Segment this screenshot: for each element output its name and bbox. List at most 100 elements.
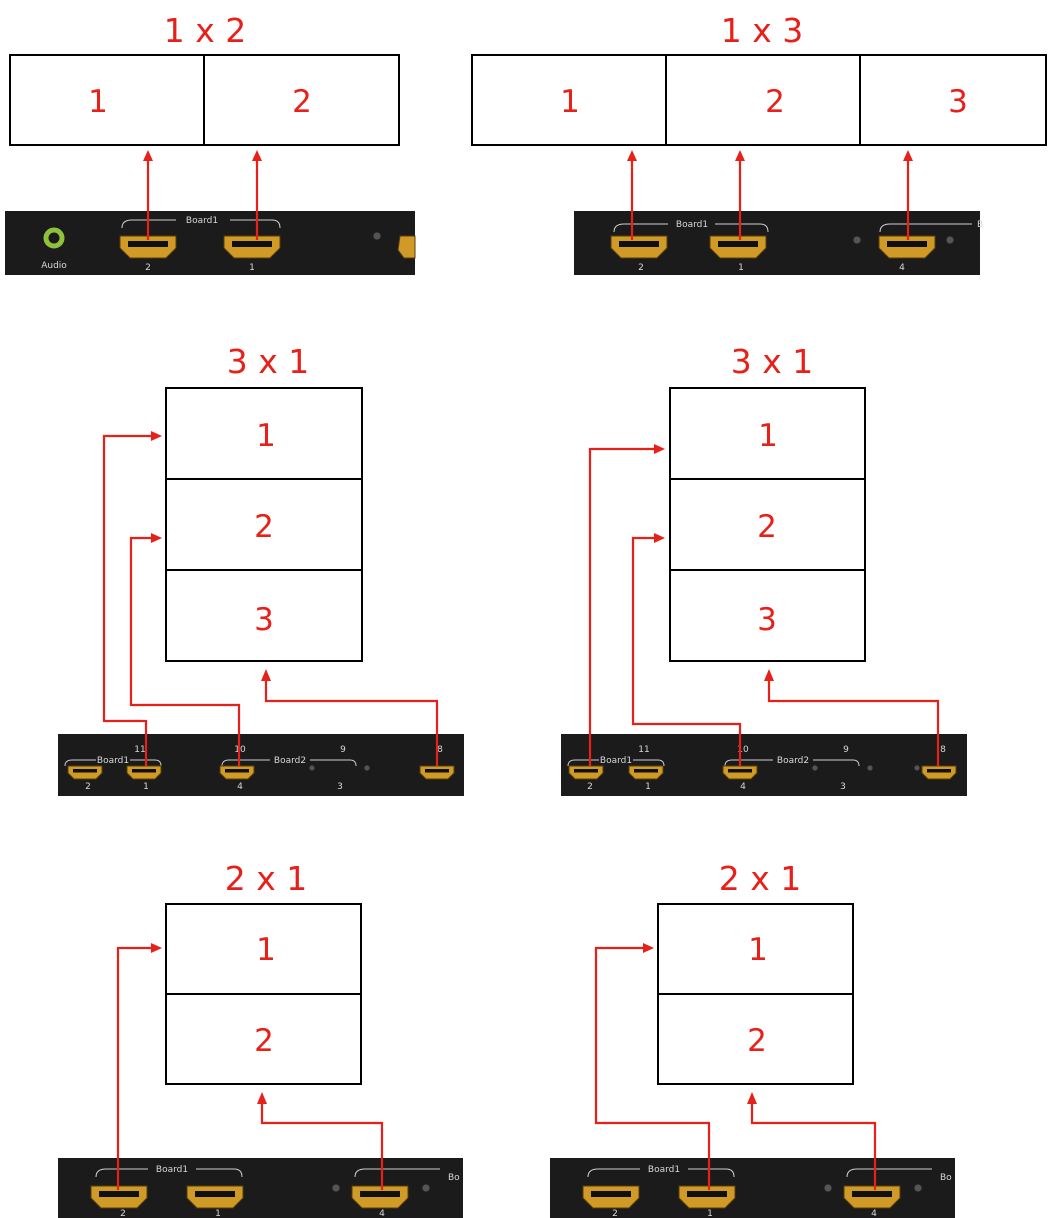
hdmi-port-icon	[569, 766, 603, 779]
hdmi-port-icon	[723, 766, 757, 779]
port-number: 4	[899, 263, 905, 273]
port-number: 8	[940, 745, 946, 755]
port-number: 3	[337, 782, 343, 792]
port-number: 4	[871, 1209, 877, 1218]
cell-number: 3	[948, 84, 968, 120]
diagram-1x2: 1 x 2 1 2 Audio Board1 2 1	[5, 11, 415, 275]
diagram-title: 3 x 1	[227, 342, 310, 381]
hdmi-port-icon	[922, 766, 956, 779]
diagram-2x1-right: 2 x 1 1 2 Board1 2 1 Bo 4	[550, 859, 955, 1218]
screw-icon	[373, 232, 381, 240]
device-back-panel: Board1 2 1 Bo 4	[550, 1158, 955, 1218]
port-number: 4	[237, 782, 243, 792]
board-label: Board2	[777, 756, 809, 766]
hdmi-port-icon	[220, 766, 254, 779]
cell-number: 2	[254, 509, 274, 545]
cell-number: 1	[256, 418, 276, 454]
hdmi-port-icon	[68, 766, 102, 779]
port-number: 9	[340, 745, 346, 755]
port-number: 11	[638, 745, 649, 755]
hdmi-port-icon	[127, 766, 161, 779]
cell-number: 2	[254, 1023, 274, 1059]
screw-icon	[812, 765, 818, 771]
audio-jack-icon	[46, 230, 62, 246]
screw-icon	[824, 1184, 832, 1192]
screen-cell	[666, 55, 860, 145]
device-back-panel: Board1 2 1 B 4	[574, 211, 983, 275]
cell-number: 1	[560, 84, 580, 120]
port-number: 10	[234, 745, 246, 755]
cell-number: 2	[765, 84, 785, 120]
board-label: Board1	[648, 1165, 680, 1175]
port-number: 1	[738, 263, 744, 273]
audio-label: Audio	[41, 261, 67, 271]
board-label: Board1	[97, 756, 129, 766]
hdmi-port-icon	[420, 766, 454, 779]
hdmi-port-icon	[844, 1186, 900, 1208]
hdmi-port-icon	[224, 236, 280, 258]
screw-icon	[332, 1184, 340, 1192]
port-number: 4	[740, 782, 746, 792]
screw-icon	[914, 765, 920, 771]
diagram-1x3: 1 x 3 1 2 3 Board1 2 1 B 4	[472, 11, 1046, 275]
device-back-panel: 11 10 9 8 Board1 2 1 Board2 4 3	[561, 734, 967, 796]
port-number: 2	[612, 1209, 618, 1218]
cell-number: 2	[292, 84, 312, 120]
screw-icon	[309, 765, 315, 771]
cell-number: 1	[256, 932, 276, 968]
diagram-3x1-left: 3 x 1 1 2 3 11 10 9 8 Board1 2 1 Board2 …	[58, 342, 464, 796]
port-number: 9	[843, 745, 849, 755]
port-number: 1	[215, 1209, 221, 1218]
diagram-title: 3 x 1	[731, 342, 814, 381]
cell-number: 1	[758, 418, 778, 454]
screw-icon	[867, 765, 873, 771]
diagram-title: 1 x 3	[721, 11, 804, 50]
screw-icon	[914, 1184, 922, 1192]
diagram-title: 2 x 1	[719, 859, 802, 898]
cell-number: 2	[747, 1023, 767, 1059]
port-number: 1	[143, 782, 149, 792]
hdmi-port-icon	[187, 1186, 243, 1208]
cell-number: 3	[254, 602, 274, 638]
port-number: 2	[85, 782, 91, 792]
port-number: 2	[638, 263, 644, 273]
diagram-title: 2 x 1	[225, 859, 308, 898]
board-label: Bo	[940, 1173, 952, 1183]
port-number: 1	[249, 263, 255, 273]
cell-number: 3	[757, 602, 777, 638]
cell-number: 2	[757, 509, 777, 545]
port-number: 1	[707, 1209, 713, 1218]
port-number: 1	[645, 782, 651, 792]
board-label: Board1	[676, 220, 708, 230]
cell-number: 1	[748, 932, 768, 968]
board-label: Board1	[600, 756, 632, 766]
hdmi-port-icon	[710, 236, 766, 258]
port-number: 2	[145, 263, 151, 273]
port-number: 2	[120, 1209, 126, 1218]
hdmi-port-icon	[611, 236, 667, 258]
board-label: B	[977, 220, 983, 230]
screw-icon	[853, 236, 861, 244]
hdmi-port-icon	[583, 1186, 639, 1208]
diagram-2x1-left: 2 x 1 1 2 Board1 2 1 Bo 4	[58, 859, 463, 1218]
hdmi-port-icon	[352, 1186, 408, 1208]
board-label: Bo	[448, 1173, 460, 1183]
device-back-panel: Audio Board1 2 1	[5, 211, 415, 275]
cell-number: 1	[88, 84, 108, 120]
board-label: Board1	[186, 216, 218, 226]
screw-icon	[364, 765, 370, 771]
diagram-3x1-right: 3 x 1 1 2 3 11 10 9 8 Board1 2 1 Board2 …	[561, 342, 967, 796]
port-number: 4	[379, 1209, 385, 1218]
diagram-title: 1 x 2	[164, 11, 247, 50]
board-label: Board1	[156, 1165, 188, 1175]
board-label: Board2	[274, 756, 306, 766]
hdmi-port-icon	[629, 766, 663, 779]
device-back-panel: 11 10 9 8 Board1 2 1 Board2 4 3	[58, 734, 464, 796]
screw-icon	[422, 1184, 430, 1192]
screw-icon	[946, 236, 954, 244]
port-number: 3	[840, 782, 846, 792]
port-number: 2	[587, 782, 593, 792]
hdmi-port-icon	[679, 1186, 735, 1208]
port-number: 11	[134, 745, 145, 755]
